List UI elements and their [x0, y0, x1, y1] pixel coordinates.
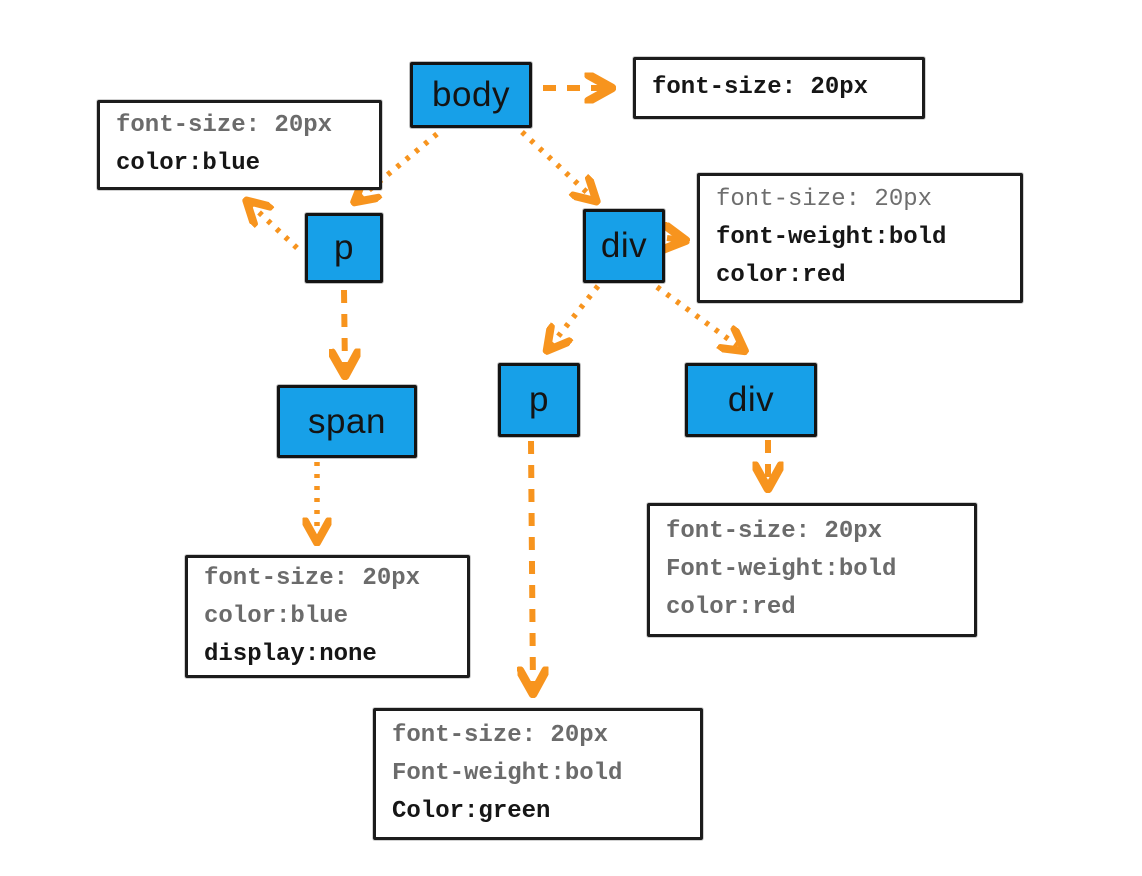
rule-line: font-size: 20px	[652, 74, 869, 101]
arrow-p2-to-p2-rule	[531, 440, 533, 690]
node-span: span	[277, 385, 417, 458]
rule-line: font-size: 20px	[116, 112, 333, 139]
rulebox-div: font-size: 20px font-weight:bold color:r…	[697, 173, 1023, 303]
arrow-p-to-p-rule	[249, 203, 299, 251]
rule-line: font-size: 20px	[716, 186, 933, 213]
arrow-p-to-span	[344, 289, 345, 372]
node-body: body	[410, 62, 532, 128]
node-p: p	[305, 213, 383, 283]
rule-line: display:none	[204, 640, 377, 668]
node-div: div	[583, 209, 665, 283]
node-span-label: span	[308, 401, 386, 441]
rule-line: font-size: 20px	[392, 722, 609, 749]
rule-line: font-weight:bold	[716, 224, 947, 251]
rulebox-p-child: font-size: 20px Font-weight:bold Color:g…	[373, 708, 703, 840]
node-p-child-label: p	[529, 380, 549, 419]
rulebox-div-child: font-size: 20px Font-weight:bold color:r…	[647, 503, 977, 637]
node-div-label: div	[600, 226, 648, 265]
node-p-label: p	[334, 228, 354, 267]
rule-line: color:blue	[204, 602, 349, 630]
node-body-label: body	[432, 75, 510, 114]
rule-line: color:red	[716, 262, 846, 289]
node-div-child-label: div	[727, 380, 775, 419]
rule-line: font-size: 20px	[204, 564, 421, 592]
rule-line: font-size: 20px	[666, 518, 883, 545]
rulebox-span: font-size: 20px color:blue display:none	[185, 555, 470, 678]
node-div-child: div	[685, 363, 817, 437]
rulebox-body: font-size: 20px	[633, 57, 925, 119]
rulebox-p: font-size: 20px color:blue	[97, 100, 382, 190]
node-p-child: p	[498, 363, 580, 437]
rule-line: color:blue	[116, 150, 261, 177]
rule-line: Font-weight:bold	[666, 556, 897, 583]
arrow-div-to-div-rule	[667, 238, 682, 240]
rule-line: Color:green	[392, 798, 551, 825]
arrow-div-to-p2	[549, 284, 601, 348]
rule-line: color:red	[666, 594, 796, 621]
arrow-body-to-div	[520, 129, 594, 199]
rule-line: Font-weight:bold	[392, 760, 623, 787]
